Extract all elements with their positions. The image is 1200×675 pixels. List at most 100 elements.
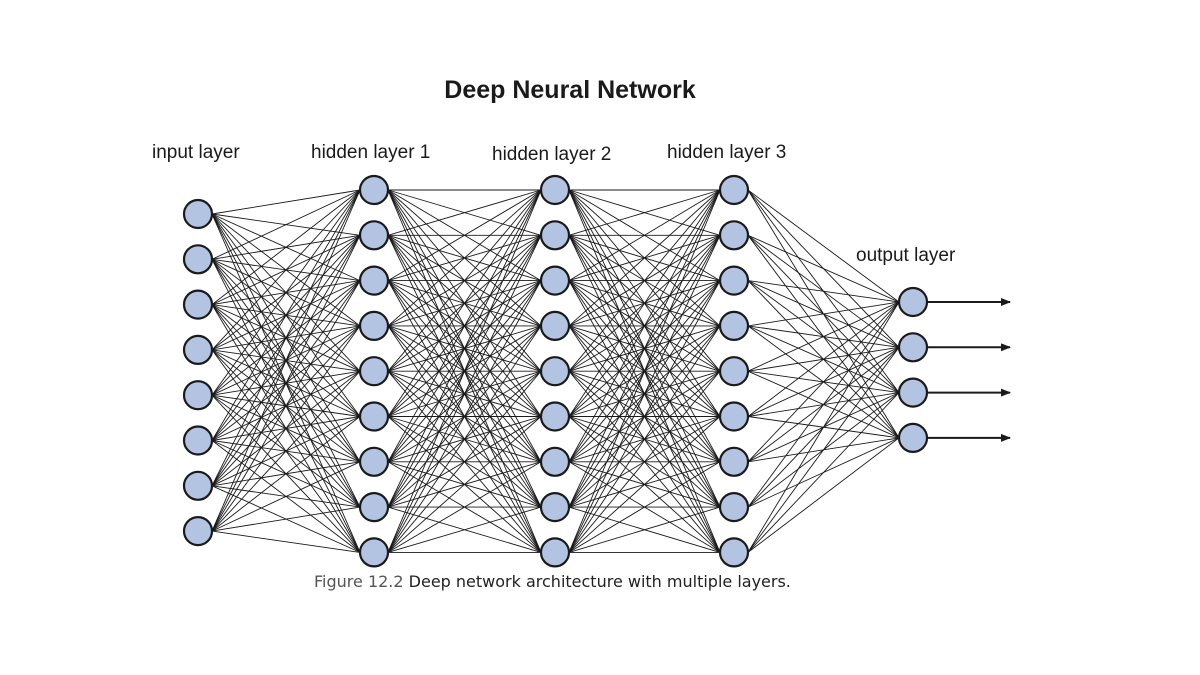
edge-l3-n6-to-n0: [747, 301, 900, 463]
neuron-l4-n0: [897, 286, 929, 318]
neuron-l3-n8: [718, 537, 750, 568]
edge-l1-n8-to-n4: [387, 370, 542, 553]
edge-l1-n8-to-n7: [387, 506, 542, 553]
edge-l2-n8-to-n6: [568, 461, 721, 553]
neuron-l1-n6: [358, 446, 390, 477]
edge-l3-n5-to-n0: [747, 301, 900, 417]
edge-l0-n7-to-n7: [211, 506, 361, 532]
neuron-l1-n1: [358, 220, 390, 251]
diagram-title: Deep Neural Network: [444, 76, 696, 104]
edge-l0-n4-to-n0: [211, 189, 361, 396]
edge-l0-n2-to-n0: [211, 189, 361, 305]
connections: [211, 189, 900, 553]
neuron-l0-n7: [182, 515, 214, 547]
edge-l0-n5-to-n0: [211, 189, 361, 441]
edge-l0-n3-to-n0: [211, 189, 361, 351]
neuron-l1-n7: [358, 492, 390, 523]
edge-l1-n1-to-n0: [387, 189, 542, 236]
edge-l3-n7-to-n0: [747, 301, 900, 508]
edge-l1-n4-to-n0: [387, 189, 542, 372]
neuron-l3-n2: [718, 265, 750, 296]
edge-l0-n7-to-n6: [211, 461, 361, 532]
edge-l0-n7-to-n8: [211, 530, 361, 553]
edge-l1-n6-to-n0: [387, 189, 542, 463]
edge-l0-n7-to-n1: [211, 235, 361, 532]
edge-l1-n8-to-n1: [387, 235, 542, 553]
edge-l0-n6-to-n0: [211, 189, 361, 487]
edge-l1-n8-to-n6: [387, 461, 542, 553]
neuron-l2-n5: [539, 401, 571, 432]
neuron-l3-n3: [718, 310, 750, 341]
neuron-l1-n5: [358, 401, 390, 432]
edge-l3-n3-to-n0: [747, 301, 900, 327]
neuron-l3-n4: [718, 356, 750, 387]
edge-l2-n4-to-n0: [568, 189, 721, 372]
edge-l1-n8-to-n0: [387, 189, 542, 553]
neuron-l3-n6: [718, 446, 750, 477]
neuron-l1-n0: [358, 174, 390, 206]
neuron-l0-n6: [182, 470, 214, 501]
neuron-l0-n2: [182, 289, 214, 320]
neuron-l1-n3: [358, 310, 390, 341]
label-input-layer: input layer: [152, 142, 240, 163]
edge-l3-n8-to-n3: [747, 437, 900, 553]
edge-l2-n2-to-n0: [568, 189, 721, 281]
edge-l0-n7-to-n5: [211, 416, 361, 532]
edge-l0-n1-to-n0: [211, 189, 361, 260]
label-hidden-layer-1: hidden layer 1: [311, 142, 431, 163]
edge-l1-n2-to-n0: [387, 189, 542, 281]
edge-l1-n8-to-n5: [387, 416, 542, 553]
neuron-l1-n4: [358, 356, 390, 387]
neuron-l3-n5: [718, 401, 750, 432]
neuron-l3-n7: [718, 492, 750, 523]
neuron-l2-n8: [539, 537, 571, 568]
edge-l2-n8-to-n1: [568, 235, 721, 553]
neuron-l1-n8: [358, 537, 390, 568]
edge-l3-n4-to-n0: [747, 301, 900, 372]
neuron-l4-n2: [897, 377, 929, 408]
edge-l3-n8-to-n0: [747, 301, 900, 553]
neuron-l0-n4: [182, 380, 214, 411]
edge-l2-n8-to-n2: [568, 280, 721, 553]
edge-l1-n3-to-n0: [387, 189, 542, 327]
neuron-l1-n2: [358, 265, 390, 296]
neuron-l0-n0: [182, 198, 214, 230]
neuron-l4-n1: [897, 332, 929, 363]
edge-l3-n1-to-n0: [747, 234, 900, 303]
label-hidden-layer-3: hidden layer 3: [667, 142, 787, 163]
neuron-l4-n3: [897, 422, 929, 453]
edge-l0-n7-to-n3: [211, 325, 361, 532]
edge-l2-n3-to-n0: [568, 189, 721, 327]
edge-l2-n1-to-n0: [568, 189, 721, 236]
edge-l0-n7-to-n2: [211, 280, 361, 532]
edge-l0-n0-to-n0: [211, 189, 361, 215]
neuron-l2-n1: [539, 220, 571, 251]
neuron-l3-n0: [718, 174, 750, 206]
edge-l1-n5-to-n0: [387, 189, 542, 417]
neuron-l0-n3: [182, 334, 214, 365]
edge-l3-n8-to-n2: [747, 392, 900, 553]
edge-l2-n8-to-n7: [568, 506, 721, 553]
edge-l2-n6-to-n0: [568, 189, 721, 463]
edge-l2-n8-to-n0: [568, 189, 721, 553]
edge-l3-n8-to-n1: [747, 347, 900, 553]
neuron-l0-n1: [182, 244, 214, 275]
edge-l0-n7-to-n4: [211, 370, 361, 532]
edge-l2-n5-to-n0: [568, 189, 721, 417]
neuron-l2-n0: [539, 174, 571, 206]
edge-l0-n7-to-n0: [211, 189, 361, 532]
edge-l2-n7-to-n0: [568, 189, 721, 508]
neuron-l2-n7: [539, 492, 571, 523]
neuron-l0-n5: [182, 425, 214, 456]
figure-caption: Figure 12.2 Deep network architecture wi…: [314, 572, 791, 591]
neuron-l2-n3: [539, 310, 571, 341]
neurons: [182, 174, 929, 568]
edge-l1-n8-to-n2: [387, 280, 542, 553]
edge-l2-n8-to-n4: [568, 370, 721, 553]
edge-l3-n2-to-n0: [747, 280, 900, 303]
label-output-layer: output layer: [856, 245, 956, 266]
edge-l1-n8-to-n3: [387, 325, 542, 553]
output-arrows: [927, 298, 1011, 442]
edge-l3-n0-to-n0: [747, 189, 900, 303]
figure-caption-text: Deep network architecture with multiple …: [408, 572, 791, 591]
